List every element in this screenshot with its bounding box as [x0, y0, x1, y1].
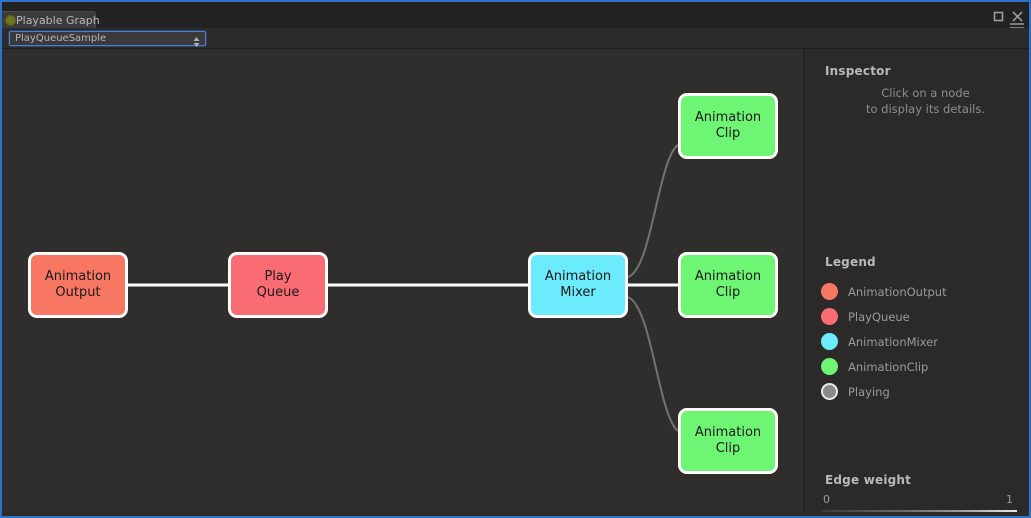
edge-mixer-clip-bottom[interactable] — [627, 296, 679, 432]
graph-edges — [128, 144, 679, 432]
legend-swatch-icon — [821, 283, 838, 300]
status-bar — [2, 512, 1029, 516]
maximize-icon[interactable] — [993, 7, 1004, 26]
graph-selector-value: PlayQueueSample — [15, 33, 107, 44]
playable-graph-tab-icon — [5, 14, 16, 26]
side-panel: Inspector Click on a node to display its… — [804, 49, 1029, 516]
legend-item-animationclip: AnimationClip — [821, 354, 1021, 379]
legend-title: Legend — [825, 255, 876, 269]
legend-swatch-icon — [821, 358, 838, 375]
legend-item-playing: Playing — [821, 379, 1021, 404]
graph-selector-dropdown[interactable]: PlayQueueSample — [9, 31, 206, 47]
edge-mixer-clip-top[interactable] — [627, 144, 679, 278]
node-label-line2: Clip — [715, 285, 741, 300]
legend-item-label: AnimationOutput — [848, 284, 947, 299]
legend-item-playqueue: PlayQueue — [821, 304, 1021, 329]
legend-item-animationoutput: AnimationOutput — [821, 279, 1021, 304]
legend-swatch-icon — [821, 333, 838, 350]
legend-item-animationmixer: AnimationMixer — [821, 329, 1021, 354]
legend-item-label: PlayQueue — [848, 309, 910, 324]
node-label-line1: Animation — [544, 269, 612, 284]
inspector-hint-line2: to display its details. — [865, 102, 985, 116]
node-label-line2: Mixer — [560, 285, 596, 300]
node-label-line2: Clip — [715, 441, 741, 456]
tab-playable-graph[interactable]: Playable Graph — [2, 11, 100, 28]
edge-weight-scale: 0 1 — [823, 493, 1013, 506]
legend-item-label: Playing — [848, 384, 890, 399]
window-controls — [993, 7, 1023, 26]
updown-arrows-icon — [193, 33, 200, 52]
node-label-line1: Animation — [694, 110, 762, 125]
node-label-line1: Play — [264, 269, 292, 284]
edge-weight-title: Edge weight — [825, 473, 912, 487]
legend-swatch-icon — [821, 308, 838, 325]
legend-item-label: AnimationMixer — [848, 334, 939, 349]
legend-swatch-icon — [821, 383, 838, 400]
edge-weight-min: 0 — [823, 493, 830, 506]
close-icon[interactable] — [1012, 7, 1023, 26]
node-label-line1: Animation — [694, 269, 762, 284]
inspector-title: Inspector — [825, 64, 891, 78]
inspector-hint-line1: Click on a node — [881, 86, 970, 100]
node-label-line1: Animation — [694, 425, 762, 440]
legend-item-label: AnimationClip — [848, 359, 929, 374]
window-titlebar: Playable Graph — [2, 2, 1029, 33]
node-label-line2: Output — [55, 285, 101, 300]
graph-toolbar: PlayQueueSample — [2, 28, 1029, 49]
node-label-line1: Animation — [44, 269, 112, 284]
node-label-line2: Queue — [256, 285, 300, 300]
tab-label: Playable Graph — [16, 13, 100, 27]
node-label-line2: Clip — [715, 126, 741, 141]
edge-weight-max: 1 — [1006, 493, 1013, 506]
inspector-hint: Click on a node to display its details. — [805, 85, 1029, 117]
